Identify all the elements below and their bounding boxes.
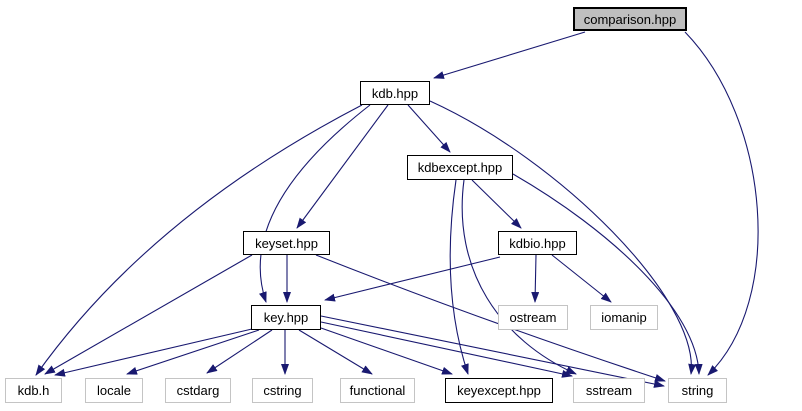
- edge-keyset-to-string: [315, 254, 666, 382]
- edge-keyhpp-to-cstdarg: [206, 329, 273, 374]
- edge-kdbhpp-to-keyhpp: [259, 104, 371, 303]
- edge-comparison-to-kdbhpp: [433, 31, 586, 79]
- node-comparison: comparison.hpp: [573, 7, 687, 31]
- edge-kdbexcept-to-keyexcept: [449, 179, 469, 375]
- edge-kdbexcept-to-kdbio: [471, 179, 522, 229]
- edge-keyset-to-kdbh: [44, 254, 253, 375]
- node-kdbh: kdb.h: [5, 378, 62, 403]
- node-cstring: cstring: [252, 378, 313, 403]
- node-keyexcept[interactable]: keyexcept.hpp: [445, 378, 553, 403]
- node-iomanip: iomanip: [590, 305, 658, 330]
- edge-keyhpp-to-string: [320, 315, 665, 388]
- edge-kdbhpp-to-string: [429, 100, 697, 375]
- node-ostream: ostream: [498, 305, 568, 330]
- edge-keyhpp-to-functional: [298, 329, 373, 375]
- node-kdbio[interactable]: kdbio.hpp: [498, 231, 577, 255]
- edge-keyhpp-to-keyexcept: [320, 327, 453, 375]
- edge-kdbhpp-to-keyset: [296, 104, 389, 229]
- edge-keyhpp-to-locale: [126, 329, 260, 375]
- edge-keyhpp-to-sstream: [320, 321, 573, 378]
- edge-kdbexcept-to-string: [512, 173, 703, 375]
- edge-kdbio-to-ostream: [531, 254, 540, 303]
- edge-kdbio-to-iomanip: [551, 254, 612, 303]
- edge-kdbexcept-to-sstream: [461, 179, 577, 375]
- node-functional: functional: [340, 378, 415, 403]
- edge-keyhpp-to-kdbh: [54, 328, 253, 377]
- node-kdbexcept[interactable]: kdbexcept.hpp: [407, 155, 513, 180]
- node-keyset[interactable]: keyset.hpp: [243, 231, 330, 255]
- edge-kdbhpp-to-kdbh: [35, 104, 363, 376]
- node-string: string: [668, 378, 727, 403]
- node-locale: locale: [85, 378, 143, 403]
- node-kdbhpp[interactable]: kdb.hpp: [360, 81, 430, 105]
- node-sstream: sstream: [573, 378, 645, 403]
- edge-comparison-to-string: [684, 31, 759, 376]
- node-cstdarg: cstdarg: [165, 378, 231, 403]
- edge-kdbhpp-to-kdbexcept: [407, 104, 451, 153]
- node-keyhpp[interactable]: key.hpp: [251, 305, 321, 330]
- edge-kdbio-to-keyhpp: [324, 256, 501, 302]
